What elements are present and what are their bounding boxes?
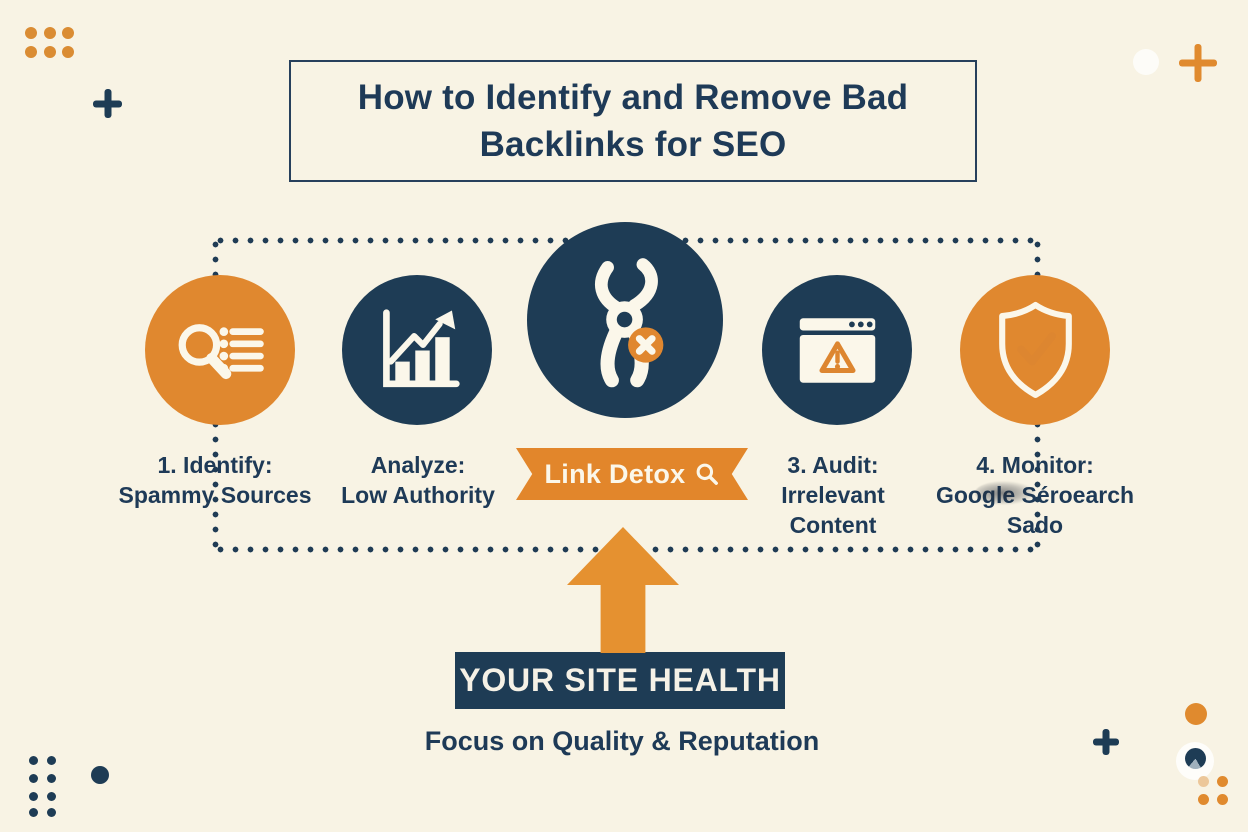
step-monitor-label: 4. Monitor: Google Séroearch Sado xyxy=(936,452,1135,538)
shield-check-icon xyxy=(998,301,1072,398)
ink-smudge xyxy=(975,481,1035,505)
decor-faint-circle xyxy=(1133,49,1159,75)
step-identify-circle xyxy=(145,275,295,425)
decor-dot xyxy=(29,792,38,801)
decor-dot xyxy=(47,792,56,801)
decor-dot xyxy=(44,46,56,58)
decor-dot xyxy=(1217,794,1228,805)
decor-dot-large xyxy=(1185,703,1207,725)
decor-dot xyxy=(25,46,37,58)
decor-dot xyxy=(62,27,74,39)
decor-dot xyxy=(29,808,38,817)
decor-dot xyxy=(1217,776,1228,787)
decor-dot xyxy=(47,808,56,817)
pliers-remove-icon xyxy=(595,258,664,388)
plus-icon xyxy=(1179,44,1217,82)
step-monitor-circle xyxy=(960,275,1110,425)
site-health-label: YOUR SITE HEALTH xyxy=(459,662,781,698)
decor-dot-large xyxy=(91,766,109,784)
step-audit-label: 3. Audit: Irrelevant Content xyxy=(781,452,885,538)
decor-dot xyxy=(1198,794,1209,805)
title-box: How to Identify and Remove Bad Backlinks… xyxy=(289,60,977,182)
plus-icon xyxy=(93,89,122,118)
decor-dot xyxy=(44,27,56,39)
decor-dot xyxy=(1198,776,1209,787)
decor-dot xyxy=(47,774,56,783)
step-identify-label: 1. Identify: Spammy Sources xyxy=(118,452,312,508)
magnifier-list-icon xyxy=(178,323,264,379)
magnifier-icon xyxy=(696,463,718,485)
page-title: How to Identify and Remove Bad Backlinks… xyxy=(357,78,909,164)
step-remove-circle xyxy=(527,222,723,418)
decor-dot xyxy=(62,46,74,58)
plus-icon xyxy=(1093,729,1119,755)
step-analyze-circle xyxy=(342,275,492,425)
decor-dot xyxy=(25,27,37,39)
decor-dot xyxy=(29,756,38,765)
browser-warning-icon xyxy=(799,317,875,383)
growth-chart-icon xyxy=(382,308,460,387)
ribbon-label: Link Detox xyxy=(544,458,686,489)
decor-dot-large xyxy=(1185,748,1206,769)
site-health-banner: YOUR SITE HEALTH xyxy=(455,652,785,709)
decor-dot xyxy=(29,774,38,783)
step-analyze-label: Analyze: Low Authority xyxy=(341,452,495,508)
step-audit-circle xyxy=(762,275,912,425)
decor-dot xyxy=(47,756,56,765)
tagline: Focus on Quality & Reputation xyxy=(424,726,820,756)
link-detox-ribbon: Link Detox xyxy=(516,448,748,500)
